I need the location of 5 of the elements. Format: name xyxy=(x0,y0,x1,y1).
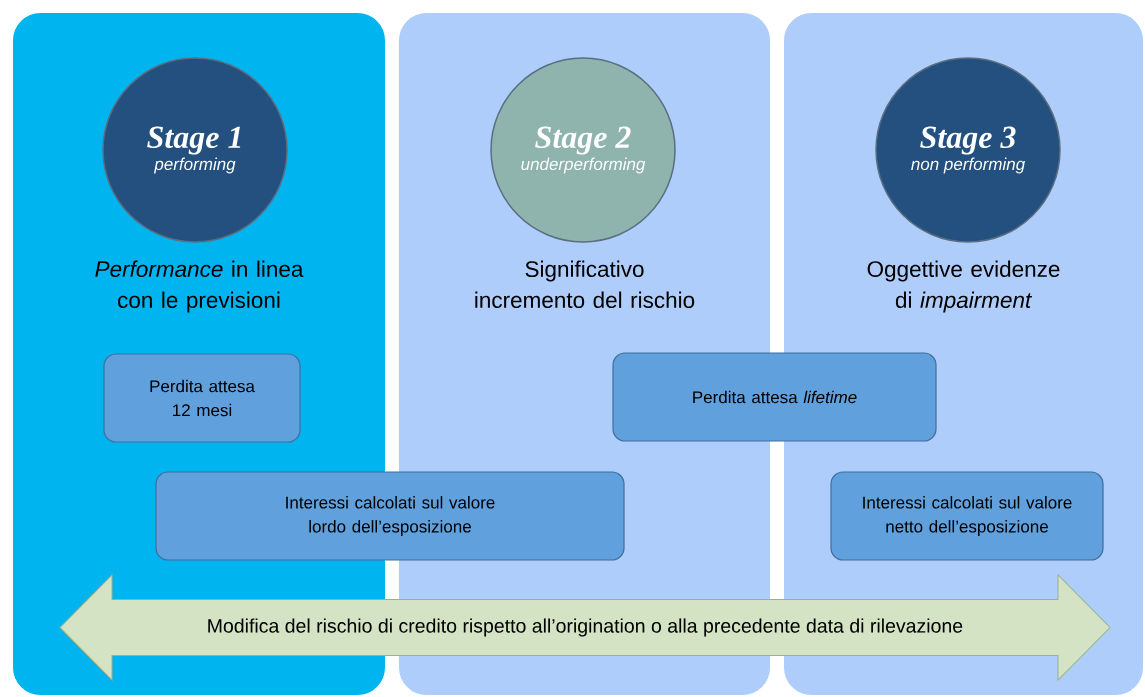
text-box: Interessi calcolati sul valore lordo dell’esposizione xyxy=(155,471,625,561)
text-box: Interessi calcolati sul valore netto dell’esposizione xyxy=(830,471,1104,561)
text-box: Perdita attesa lifetime xyxy=(612,352,937,442)
text-box: Perdita attesa 12 mesi xyxy=(103,353,301,443)
double-arrow-band: Modifica del rischio di credito rispetto all’origination o alla precedente data di rilevazione xyxy=(59,574,1111,681)
